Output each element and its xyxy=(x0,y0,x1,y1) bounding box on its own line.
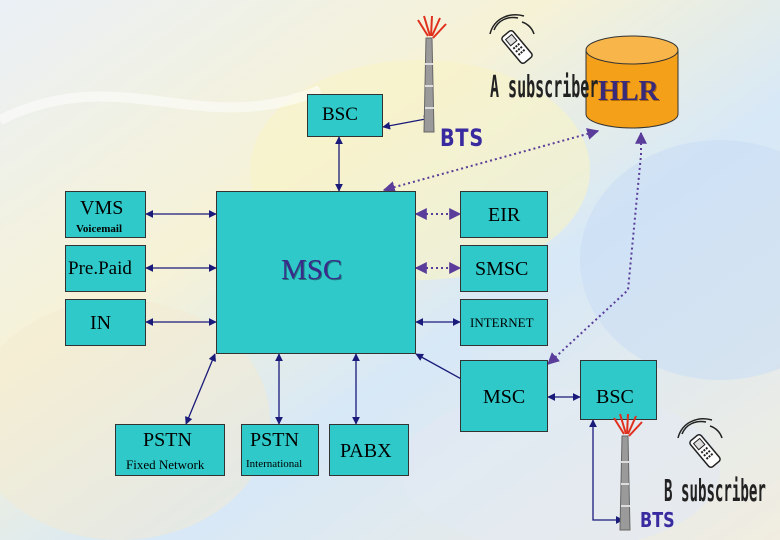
antenna-tower-icon xyxy=(613,413,643,531)
pabx-label: PABX xyxy=(340,440,392,462)
database-cylinder-icon xyxy=(585,35,679,129)
pstn-intl-label: PSTN xyxy=(250,429,299,451)
internet-label: INTERNET xyxy=(470,315,534,330)
bts-bottom-label: BTS xyxy=(640,508,675,532)
b-subscriber-label: B subscriber xyxy=(664,474,766,509)
eir-label: EIR xyxy=(488,204,521,226)
eir-box: EIR xyxy=(460,191,548,238)
internet-box: INTERNET xyxy=(460,299,548,346)
pstn-intl-sublabel: International xyxy=(246,458,303,470)
mobile-phone-icon xyxy=(677,418,723,469)
prepaid-box: Pre.Paid xyxy=(65,245,146,292)
vms-sublabel: Voicemail xyxy=(76,223,123,235)
in-box: IN xyxy=(65,299,146,346)
bsc-right-box: BSC xyxy=(580,360,657,420)
pabx-box: PABX xyxy=(329,424,409,476)
bts-top-label: BTS xyxy=(440,124,484,152)
antenna-tower-icon xyxy=(417,15,447,133)
mobile-phone-icon xyxy=(489,14,535,65)
vms-box: VMS Voicemail xyxy=(65,191,146,238)
msc-right-box: MSC xyxy=(460,360,548,432)
prepaid-label: Pre.Paid xyxy=(68,258,132,279)
smsc-label: SMSC xyxy=(475,258,529,280)
vms-label: VMS xyxy=(80,197,124,219)
pstn-fixed-sublabel: Fixed Network xyxy=(126,457,205,472)
msc-main-box: MSC xyxy=(216,191,416,354)
bsc-top-box: BSC xyxy=(307,94,383,137)
a-subscriber-label: A subscriber xyxy=(490,70,599,105)
bsc-top-label: BSC xyxy=(322,104,358,125)
smsc-box: SMSC xyxy=(460,245,548,292)
hlr-label: HLR xyxy=(598,76,659,107)
msc-right-label: MSC xyxy=(483,386,526,408)
pstn-intl-box: PSTN International xyxy=(241,424,319,476)
pstn-fixed-box: PSTN Fixed Network xyxy=(115,424,225,476)
msc-main-label: MSC xyxy=(281,254,343,286)
in-label: IN xyxy=(90,312,112,334)
bsc-right-label: BSC xyxy=(596,386,634,408)
pstn-fixed-label: PSTN xyxy=(143,429,192,451)
